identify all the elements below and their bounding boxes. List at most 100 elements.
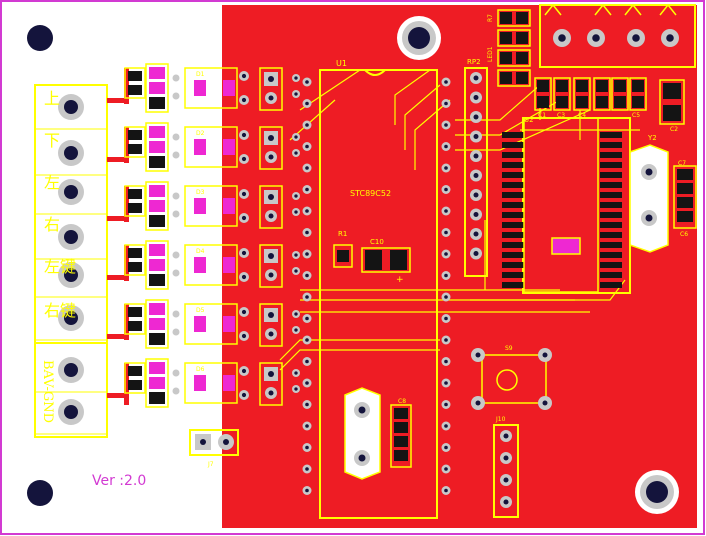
smd-pad <box>128 144 142 154</box>
mcu-pin-hole <box>305 101 309 106</box>
mcu-pin-hole <box>305 273 309 278</box>
rp2-pin-hole <box>473 231 479 237</box>
cap-pad <box>394 408 408 419</box>
smd-pad <box>516 12 528 24</box>
drill-hole <box>268 390 274 396</box>
u2-pin <box>502 222 524 228</box>
mcu-pin-hole <box>444 80 448 84</box>
cap-pad <box>677 197 693 208</box>
cap-pad <box>556 96 568 108</box>
button-row: D4 <box>107 240 300 290</box>
led1-label: LED1 <box>487 46 494 62</box>
header-footprint <box>259 185 283 229</box>
center-pad <box>551 237 581 255</box>
connector-label: 左 <box>44 173 60 192</box>
smd-pad <box>128 248 142 258</box>
mcu-pin-hole <box>444 316 448 321</box>
cap-pad <box>596 80 608 92</box>
drill-hole <box>503 433 509 439</box>
mounting-hole-top-right <box>397 16 441 60</box>
drill-hole <box>294 151 298 155</box>
drill-hole <box>268 154 274 160</box>
cap-pad <box>394 450 408 461</box>
drill-hole <box>241 191 247 197</box>
u2-pin <box>502 252 524 258</box>
header-hole <box>268 253 274 259</box>
j10-label: J10 <box>495 416 506 423</box>
row-trace <box>107 157 127 162</box>
cap-pad <box>537 80 549 92</box>
drill-hole <box>294 387 298 391</box>
mcu-pin-hole <box>305 230 309 235</box>
cap-footprint <box>534 77 552 111</box>
smd-pad <box>128 262 142 272</box>
mcu-pin-hole <box>305 187 309 192</box>
diode-footprint <box>184 67 238 109</box>
header-hole <box>268 312 274 318</box>
mounting-hole-bottom-left <box>27 480 53 506</box>
smd-footprint <box>497 9 531 27</box>
connector-label: 下 <box>44 131 60 150</box>
button-row: D1 <box>107 63 300 113</box>
row-trace <box>107 275 127 280</box>
led-pad <box>149 377 165 389</box>
connector-label: BAV-GND <box>40 360 55 423</box>
smd-pad <box>128 321 142 331</box>
diode-pad <box>223 375 235 391</box>
led-pad <box>149 259 165 271</box>
led-footprint <box>145 181 169 231</box>
mounting-hole-bottom-right <box>635 470 679 514</box>
led-footprint <box>145 358 169 408</box>
diode-pad <box>194 198 206 214</box>
terminal-hole <box>64 405 78 419</box>
plus-mark: + <box>396 275 404 285</box>
u2-pin <box>502 262 524 268</box>
drill-hole <box>241 215 247 221</box>
drill-hole <box>294 92 298 96</box>
smd-footprint <box>124 362 146 394</box>
mcu-pin-hole <box>444 144 448 149</box>
mcu-pin-hole <box>444 467 448 471</box>
rp2-pin-hole <box>473 212 479 217</box>
mcu-pin-hole <box>444 402 448 407</box>
row-trace <box>124 186 129 222</box>
smd-pad <box>128 85 142 95</box>
smd-pad <box>128 307 142 317</box>
terminal-hole <box>64 268 78 282</box>
smd-footprint <box>124 244 146 276</box>
row-trace <box>107 216 127 221</box>
smd-pad <box>500 12 512 24</box>
mcu-u1: U1 STC89C52 <box>302 59 451 495</box>
u2-pin <box>600 212 622 218</box>
row-trace <box>107 98 127 103</box>
cap-c8-footprint <box>390 404 412 468</box>
cap-footprint <box>553 77 571 111</box>
r1-label: R1 <box>338 230 347 238</box>
via <box>172 269 180 277</box>
via <box>172 251 180 259</box>
mcu-pin-hole <box>305 445 309 450</box>
drill-hole <box>503 455 509 461</box>
drill-hole <box>294 253 298 257</box>
header-footprint <box>259 303 283 347</box>
row-trace <box>124 68 129 104</box>
header-hole <box>268 194 274 200</box>
via <box>172 310 180 318</box>
mcu-pin-hole <box>444 381 448 385</box>
smd-block-top <box>497 9 531 87</box>
rp2-pin-hole <box>473 153 479 159</box>
mcu-pin-hole <box>305 359 309 364</box>
via <box>172 133 180 141</box>
u2-pin <box>600 132 622 138</box>
mcu-pin-hole <box>305 424 309 428</box>
u2-pin <box>502 162 524 168</box>
drill-hole <box>503 499 509 505</box>
led-pad <box>149 244 165 256</box>
terminal-hole <box>64 100 78 114</box>
c2-label: C2 <box>670 126 678 133</box>
diode-label: D4 <box>196 248 205 255</box>
u2-pin <box>502 202 524 208</box>
diode-pad <box>223 257 235 273</box>
cap-footprint <box>611 77 629 111</box>
